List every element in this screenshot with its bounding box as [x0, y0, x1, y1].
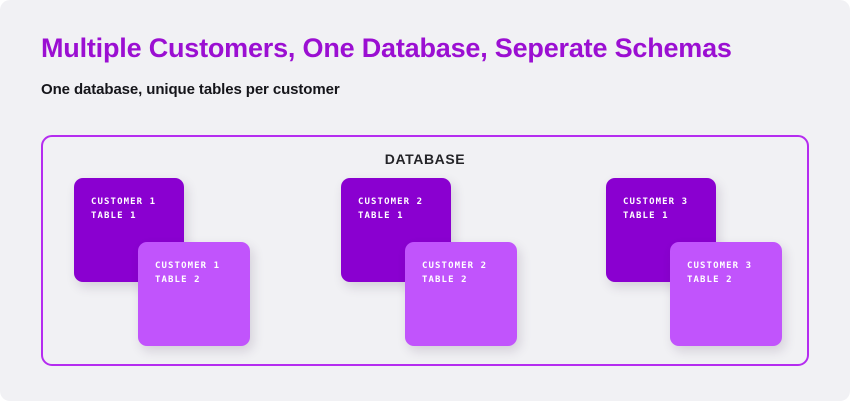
database-label: DATABASE [384, 151, 466, 167]
card-line-customer: CUSTOMER 2 [422, 261, 488, 271]
page-subtitle: One database, unique tables per customer [41, 81, 340, 98]
customer-1-table-1-card[interactable]: CUSTOMER 1 TABLE 1 [74, 178, 184, 282]
card-line-customer: CUSTOMER 1 [155, 261, 221, 271]
database-container: DATABASE CUSTOMER 1 TABLE 1 CUSTOMER 1 T… [41, 135, 809, 366]
customer-3-table-2-card[interactable]: CUSTOMER 3 TABLE 2 [670, 242, 782, 346]
customer-group-3: CUSTOMER 3 TABLE 1 CUSTOMER 3 TABLE 2 [604, 178, 816, 353]
card-line-table: TABLE 2 [422, 275, 468, 285]
customer-group-2: CUSTOMER 2 TABLE 1 CUSTOMER 2 TABLE 2 [339, 178, 551, 353]
card-line-customer: CUSTOMER 3 [623, 197, 689, 207]
card-line-customer: CUSTOMER 2 [358, 197, 424, 207]
page-title: Multiple Customers, One Database, Sepera… [41, 33, 732, 63]
card-line-table: TABLE 2 [687, 275, 733, 285]
customer-2-table-2-card[interactable]: CUSTOMER 2 TABLE 2 [405, 242, 517, 346]
customer-group-1: CUSTOMER 1 TABLE 1 CUSTOMER 1 TABLE 2 [72, 178, 284, 353]
card-line-table: TABLE 1 [358, 211, 404, 221]
card-line-customer: CUSTOMER 1 [91, 197, 157, 207]
card-line-table: TABLE 2 [155, 275, 201, 285]
card-line-table: TABLE 1 [623, 211, 669, 221]
customer-1-table-2-card[interactable]: CUSTOMER 1 TABLE 2 [138, 242, 250, 346]
card-line-customer: CUSTOMER 3 [687, 261, 753, 271]
card-line-table: TABLE 1 [91, 211, 137, 221]
